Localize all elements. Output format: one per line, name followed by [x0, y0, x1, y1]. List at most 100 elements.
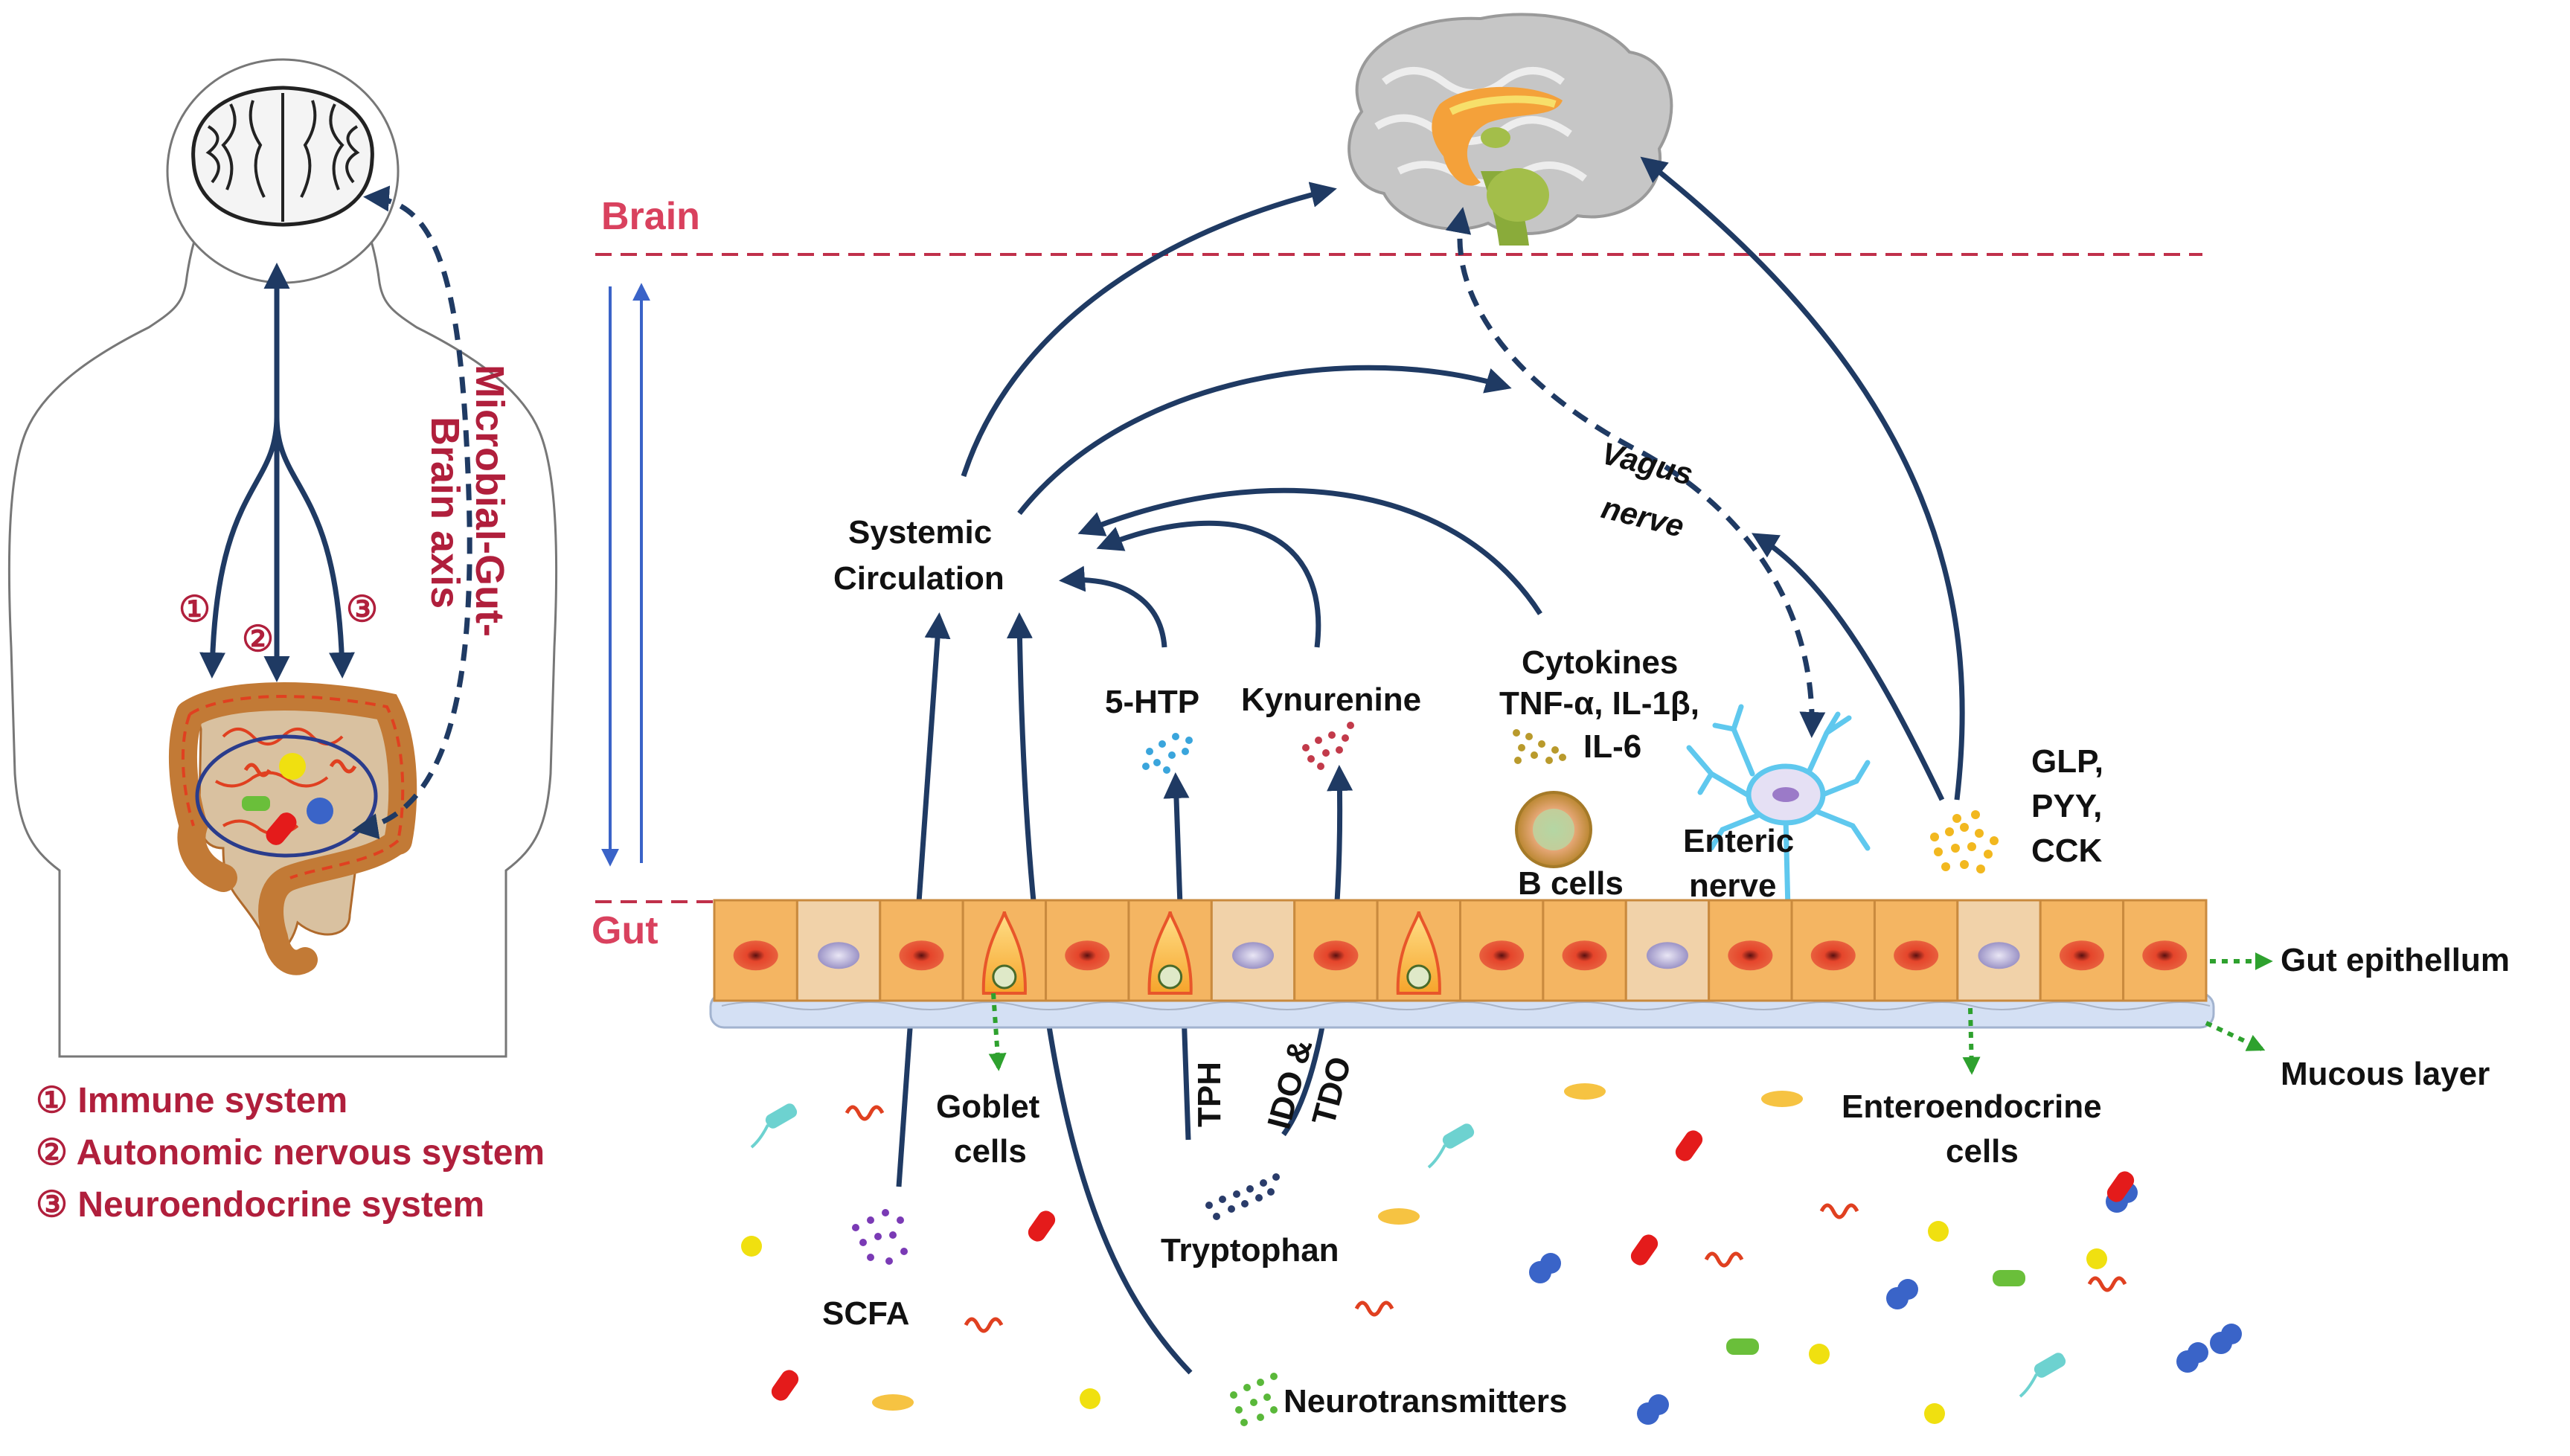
- kynurenine-dots: [1302, 722, 1354, 770]
- scfa-dots: [852, 1209, 908, 1265]
- microbe: [1928, 1221, 1949, 1242]
- circulation-to-brain-arrow: [961, 182, 1337, 478]
- legend-item-immune: ① Immune system: [36, 1081, 347, 1120]
- microbe: [1378, 1208, 1420, 1225]
- microbe: [1993, 1270, 2025, 1286]
- legend-item-autonomic: ② Autonomic nervous system: [36, 1133, 545, 1173]
- path-arrow-1: [199, 416, 280, 679]
- microbe: [1761, 1091, 1803, 1107]
- mucous-layer-label: Mucous layer: [2281, 1056, 2490, 1092]
- cell-nucleus: [1065, 940, 1110, 971]
- cell-nucleus: [899, 940, 944, 971]
- goblet-label-2: cells: [954, 1133, 1027, 1170]
- microbe: [2087, 1276, 2127, 1292]
- cytokines-arrow: [1077, 487, 1542, 615]
- microbe: [1637, 1394, 1669, 1425]
- axis-label-line1: Microbial-Gut-: [467, 365, 512, 637]
- large-brain-icon: [1348, 13, 1673, 246]
- enteric-label-1: Enteric: [1683, 823, 1794, 859]
- microbe: [2019, 1353, 2066, 1398]
- tryptophan-label: Tryptophan: [1161, 1232, 1339, 1269]
- legend-item-neuroendocrine: ③ Neuroendocrine system: [36, 1185, 484, 1225]
- body-outline: [7, 199, 558, 1058]
- microbe: [750, 1103, 798, 1149]
- human-body-panel: ① ② ③ Microbial-Gut- Brain axis ① Immune…: [7, 58, 558, 1225]
- neurotransmitter-arrow: [1006, 612, 1193, 1375]
- small-brain-icon: [191, 86, 374, 227]
- microbe: [1819, 1203, 1859, 1219]
- htp-label: 5-HTP: [1105, 684, 1199, 720]
- b-cells-label: B cells: [1518, 865, 1624, 902]
- microbe: [2210, 1324, 2242, 1354]
- microbe: [1354, 1301, 1394, 1317]
- cell-nucleus: [1646, 942, 1688, 969]
- gut-microbiota: [741, 1083, 2242, 1425]
- gut-label: Gut: [592, 909, 658, 952]
- pyy-label: PYY,: [2031, 788, 2102, 824]
- microbe: [1080, 1388, 1100, 1409]
- mucous-pointer: [2205, 1021, 2266, 1051]
- goblet-nucleus: [1158, 964, 1183, 990]
- axis-label-line2: Brain axis: [423, 417, 467, 609]
- microbe-blue: [307, 798, 333, 824]
- b-cell-icon: [1515, 791, 1592, 868]
- cell-nucleus: [1232, 942, 1275, 969]
- brain-label: Brain: [601, 195, 700, 238]
- cell-nucleus: [1810, 940, 1856, 971]
- microbe: [1704, 1251, 1744, 1268]
- microbe: [2176, 1342, 2208, 1373]
- kynurenine-label: Kynurenine: [1241, 682, 1421, 718]
- cytokines-label-1: Cytokines: [1522, 644, 1678, 681]
- hormones-to-vagus-arrow: [1752, 533, 1945, 801]
- microbe: [771, 1370, 799, 1401]
- cell-nucleus: [1562, 940, 1607, 971]
- htp-dots: [1142, 733, 1193, 774]
- tph-label: TPH: [1191, 1062, 1228, 1127]
- vagus-label-2: nerve: [1598, 490, 1688, 544]
- microbe: [872, 1394, 914, 1411]
- microbe: [1675, 1130, 1703, 1161]
- neurotransmitters-label: Neurotransmitters: [1284, 1383, 1567, 1420]
- scfa-label: SCFA: [822, 1295, 909, 1332]
- circulation-to-vagus-arrow: [1017, 365, 1512, 516]
- microbe: [845, 1105, 885, 1121]
- vagus-label-1: Vagus: [1598, 435, 1696, 492]
- microbe: [1564, 1083, 1606, 1100]
- htp-arrow: [1059, 565, 1167, 648]
- cell-nucleus: [1479, 940, 1525, 971]
- gut-brain-dashed-arrow: [352, 185, 472, 839]
- systemic-label-2: Circulation: [833, 560, 1004, 597]
- path-arrow-3: [274, 416, 355, 679]
- goblet-nucleus: [992, 964, 1017, 990]
- enteroendocrine-label-1: Enteroendocrine: [1842, 1088, 2102, 1125]
- systemic-label-1: Systemic: [848, 514, 992, 551]
- microbe: [741, 1236, 762, 1257]
- microbe: [1630, 1234, 1659, 1266]
- hormone-dots: [1930, 810, 1999, 873]
- microbe: [1924, 1403, 1945, 1424]
- cell-nucleus: [1894, 940, 1939, 971]
- cell-nucleus: [1313, 940, 1359, 971]
- microbe: [2106, 1171, 2135, 1202]
- glp-label: GLP,: [2031, 743, 2103, 780]
- neurotransmitter-dots: [1230, 1373, 1278, 1426]
- axis-label: Microbial-Gut- Brain axis: [423, 365, 512, 637]
- epithelial-cell: [1873, 899, 1959, 1002]
- microbe: [1886, 1279, 1918, 1309]
- microbe: [1809, 1344, 1830, 1364]
- cytokines-label-2: TNF-α, IL-1β,: [1499, 685, 1699, 722]
- cck-label: CCK: [2031, 833, 2103, 869]
- microbe-green: [242, 796, 270, 811]
- cell-nucleus: [733, 940, 778, 971]
- cell-nucleus: [2059, 940, 2104, 971]
- microbe: [1427, 1123, 1475, 1169]
- pathway-2-label: ②: [242, 620, 274, 659]
- pathway-3-label: ③: [346, 590, 378, 629]
- pathway-1-label: ①: [179, 590, 211, 629]
- microbe: [964, 1317, 1004, 1333]
- microbe-red: [266, 812, 297, 845]
- gut-epithelium: [713, 899, 2208, 1002]
- microbe-squiggle: [243, 763, 272, 777]
- cell-nucleus: [1978, 942, 2020, 969]
